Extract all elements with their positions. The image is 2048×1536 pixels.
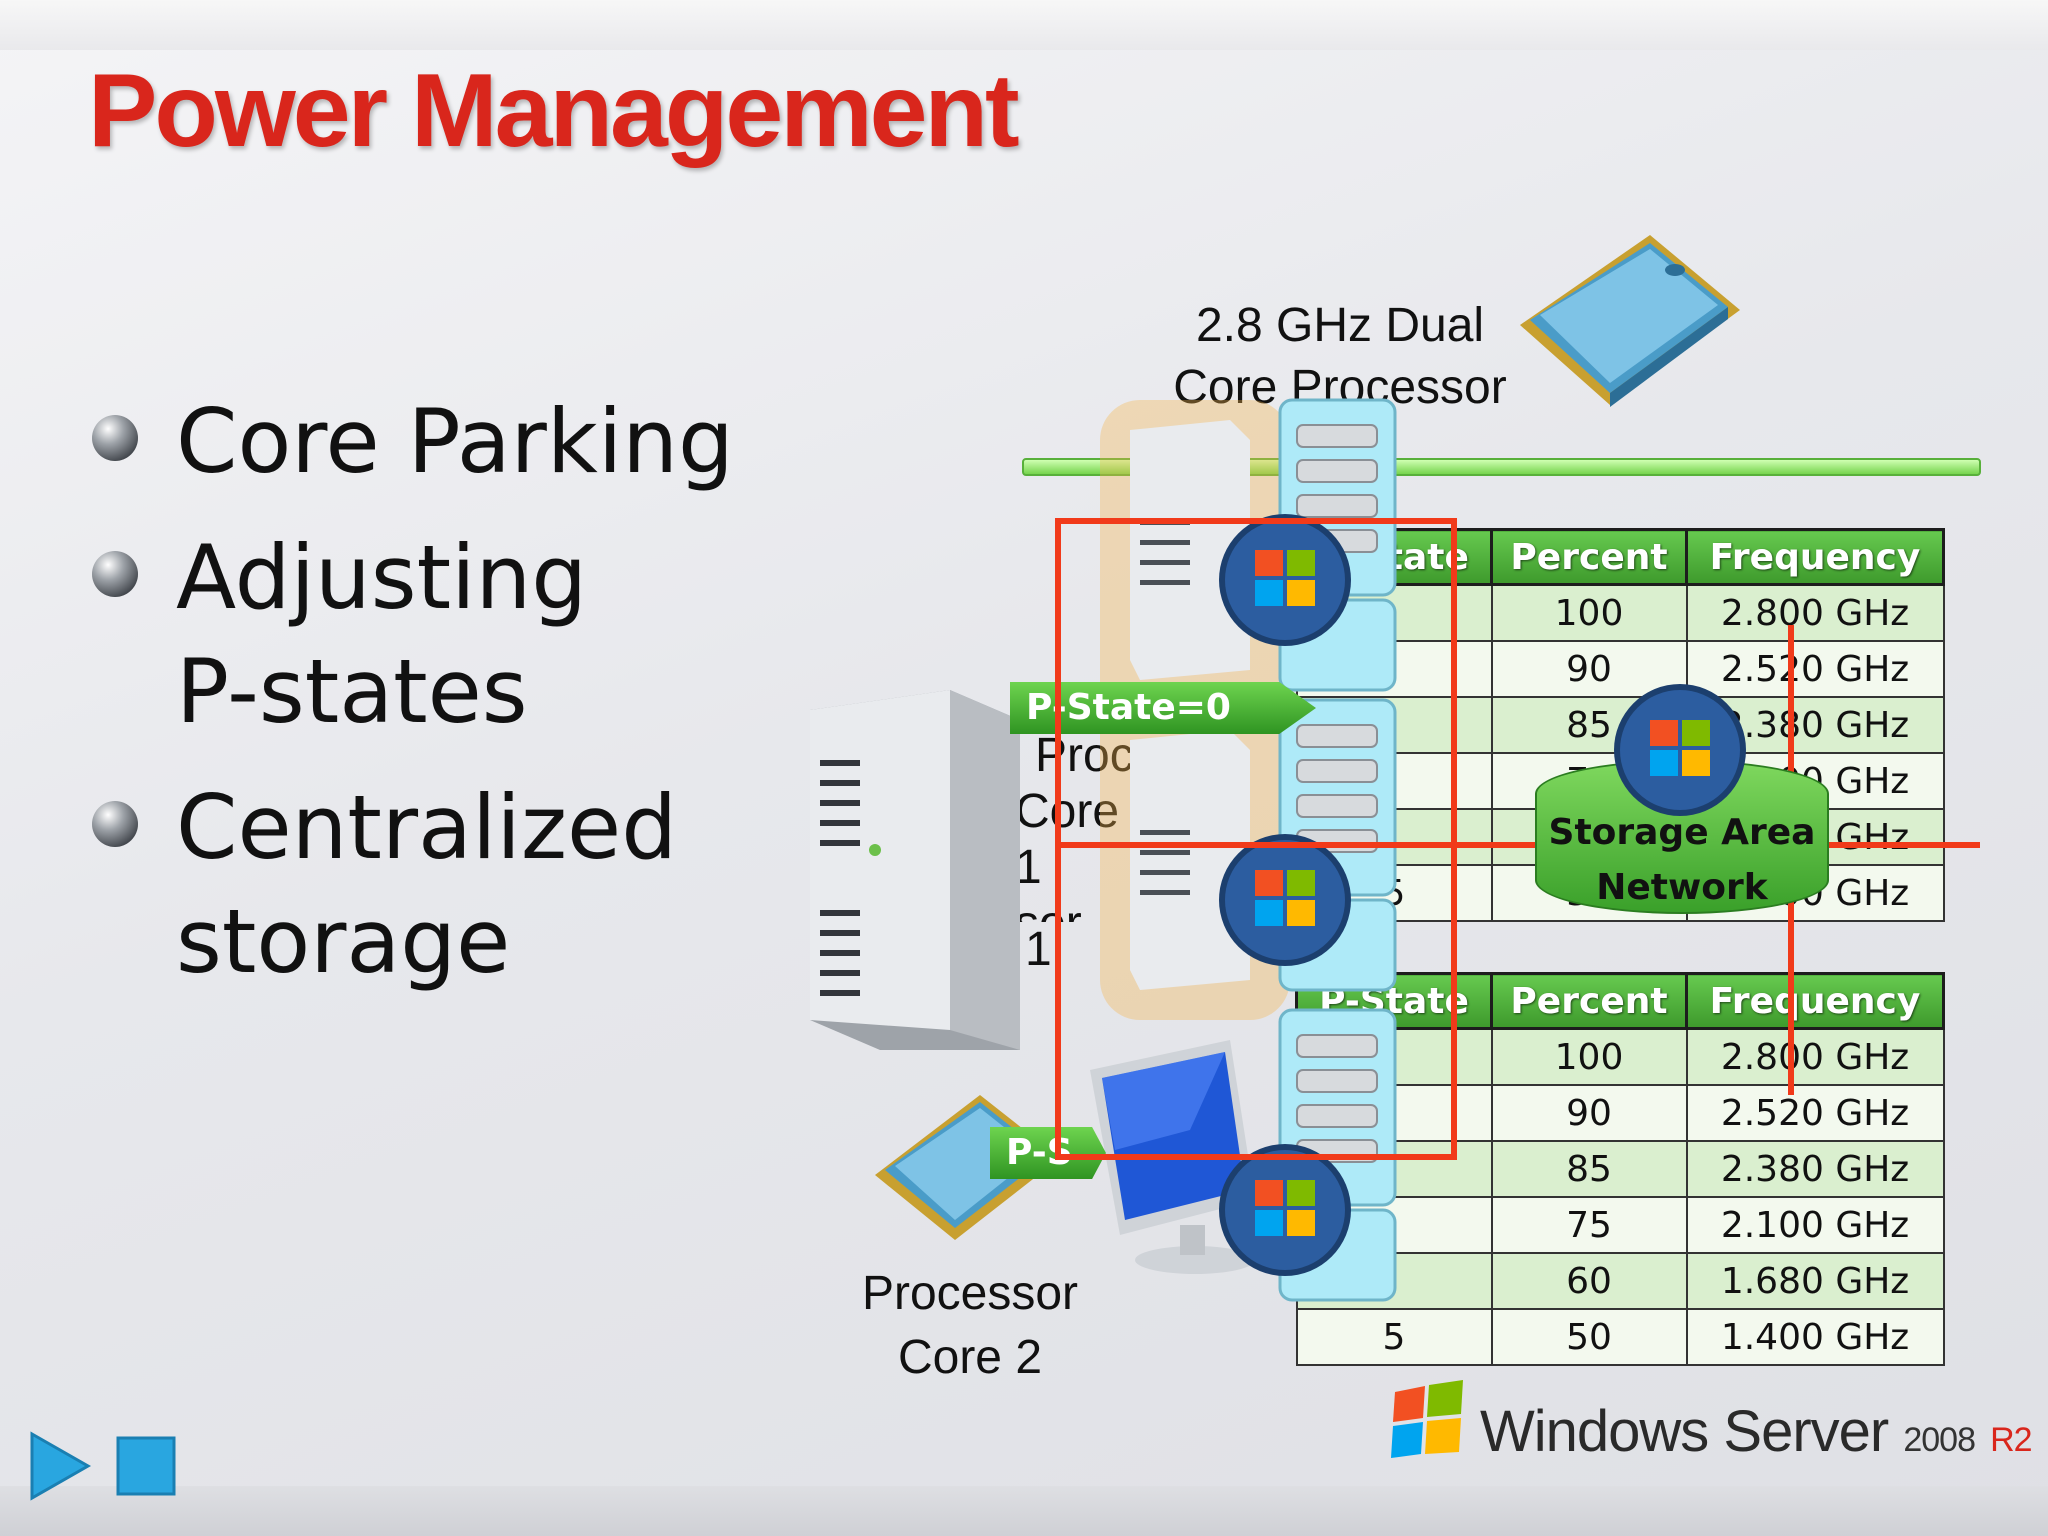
core2-label-line2: Core 2 bbox=[897, 1331, 1043, 1384]
windows-logo-icon bbox=[1219, 514, 1351, 646]
bullet-text-continued: storage bbox=[176, 890, 511, 993]
bullet-centralized-storage: Centralized storage bbox=[92, 771, 734, 999]
bullet-adjusting-pstates: Adjusting P-states bbox=[92, 521, 734, 749]
processor-label: 2.8 GHz Dual Core Processor bbox=[1150, 295, 1530, 419]
slide-title: Power Management bbox=[88, 53, 1020, 169]
core2-label: Processor Core 2 bbox=[835, 1262, 1105, 1390]
stop-icon[interactable] bbox=[114, 1434, 178, 1498]
core1-partial-line1: Proc bbox=[1035, 729, 1134, 782]
table-cell: 2.800 GHz bbox=[1685, 583, 1945, 642]
table-cell: 5 bbox=[1295, 1308, 1493, 1366]
bullet-text-continued: P-states bbox=[176, 640, 528, 743]
bullet-text: Core Parking bbox=[176, 390, 734, 493]
slide-bottom-band bbox=[0, 1486, 2048, 1536]
core1-partial-label: Proc Core 1 sor 1 bbox=[1000, 728, 1150, 978]
table-cell: 1.400 GHz bbox=[1685, 1308, 1945, 1366]
table-cell: 100 bbox=[1490, 583, 1688, 642]
table-header: Frequency bbox=[1685, 528, 1945, 586]
table-cell: 100 bbox=[1490, 1027, 1688, 1086]
table-cell: 2.800 GHz bbox=[1685, 1027, 1945, 1086]
table-cell: 1.680 GHz bbox=[1685, 1252, 1945, 1310]
server-tower-icon bbox=[810, 690, 1020, 1050]
storage-area-network: Storage Area Network bbox=[1535, 760, 1829, 914]
table-cell: 60 bbox=[1490, 1252, 1688, 1310]
core1-partial-line4: 1 bbox=[1025, 923, 1052, 976]
play-icon[interactable] bbox=[28, 1430, 92, 1502]
processor-label-line1: 2.8 GHz Dual bbox=[1195, 299, 1485, 352]
table-cell: 85 bbox=[1490, 1140, 1688, 1198]
monitor-icon bbox=[1090, 1040, 1255, 1274]
table-cell: 2.520 GHz bbox=[1685, 640, 1945, 698]
core1-partial-line2: Core 1 bbox=[1015, 785, 1120, 894]
table-cell: 2.520 GHz bbox=[1685, 1084, 1945, 1142]
san-label-line2: Network bbox=[1596, 867, 1768, 908]
windows-logo-icon bbox=[1219, 1144, 1351, 1276]
bullet-core-parking: Core Parking bbox=[92, 385, 734, 499]
bullet-list: Core Parking Adjusting P-states Centrali… bbox=[92, 385, 734, 1021]
windows-logo-icon bbox=[1219, 834, 1351, 966]
windows-flag-icon bbox=[1391, 1380, 1463, 1458]
san-label-line1: Storage Area bbox=[1548, 812, 1816, 853]
brand-version: 2008 bbox=[1903, 1421, 1976, 1459]
system-bus bbox=[1022, 458, 1981, 476]
table-cell: 2.100 GHz bbox=[1685, 1196, 1945, 1254]
bullet-text: Adjusting bbox=[176, 526, 588, 629]
core1-partial-line3: sor bbox=[1000, 896, 1150, 922]
table-cell: 90 bbox=[1490, 1084, 1688, 1142]
core2-label-line1: Processor bbox=[861, 1267, 1079, 1320]
pstate-arrow-core2: P-S bbox=[990, 1127, 1106, 1179]
table-cell: 75 bbox=[1490, 1196, 1688, 1254]
network-connector bbox=[1055, 518, 1457, 1160]
bullet-dot-icon bbox=[92, 801, 138, 847]
table-cell: 2.380 GHz bbox=[1685, 1140, 1945, 1198]
table-header: Frequency bbox=[1685, 972, 1945, 1030]
slide-top-band bbox=[0, 0, 2048, 50]
brand-release: R2 bbox=[1990, 1421, 2032, 1459]
table-cell: 90 bbox=[1490, 640, 1688, 698]
table-cell: 50 bbox=[1490, 1308, 1688, 1366]
windows-server-brand: Windows Server 2008 R2 bbox=[1480, 1398, 2033, 1465]
bullet-dot-icon bbox=[92, 415, 138, 461]
table-header: Percent bbox=[1490, 972, 1688, 1030]
processor-chip-icon bbox=[1520, 235, 1740, 407]
windows-server-logo: Windows Server 2008 R2 bbox=[1385, 1380, 2033, 1464]
windows-logo-icon bbox=[1614, 684, 1746, 816]
bullet-dot-icon bbox=[92, 551, 138, 597]
bullet-text: Centralized bbox=[176, 776, 678, 879]
brand-name: Windows Server bbox=[1480, 1399, 1889, 1464]
network-connector-h bbox=[1055, 842, 1980, 848]
table-header: Percent bbox=[1490, 528, 1688, 586]
